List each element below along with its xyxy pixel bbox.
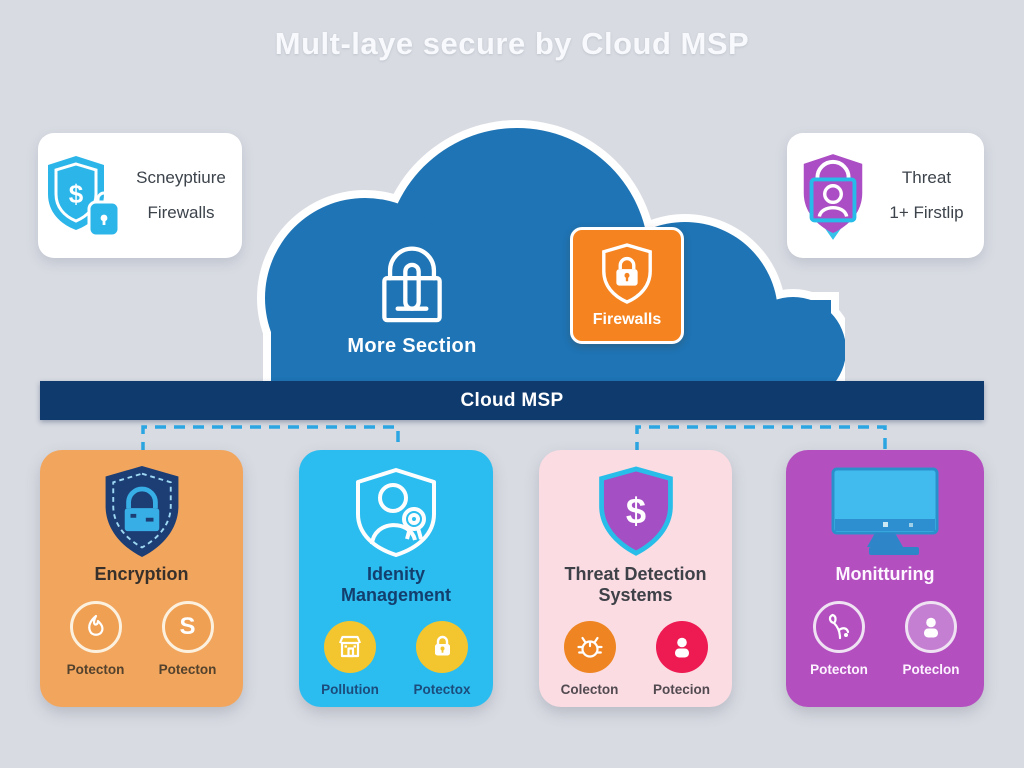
swirl-icon xyxy=(69,600,122,653)
letter-s-glyph: S xyxy=(161,600,214,653)
banner-label: Cloud MSP xyxy=(460,389,564,411)
panel-title: Encryption xyxy=(94,564,189,584)
s-glyph-text: S xyxy=(179,612,196,640)
card-encryption-firewalls: $ Scneyptiure Firewalls xyxy=(38,133,242,258)
shield-lock-icon xyxy=(602,243,652,304)
panel-monitoring: Monitturing Potecton xyxy=(786,450,984,707)
card-left-line1: Scneyptiure xyxy=(136,168,226,187)
shield-dollar-icon: $ xyxy=(592,462,680,562)
padlock-icon xyxy=(382,246,442,323)
panel-threat-detection: $ Threat Detection Systems Colecton xyxy=(539,450,732,707)
firewalls-tile: Firewalls xyxy=(570,227,684,344)
badge-pollution: Pollution xyxy=(308,621,392,697)
badge-protection-1: Potecton xyxy=(54,600,138,677)
badge-protection-1: Potecton xyxy=(797,600,881,677)
shield-lock-dashed-icon xyxy=(96,462,188,562)
panel-title: Idenity Management xyxy=(340,564,452,605)
monitor-icon xyxy=(825,462,945,562)
card-right-line1: Threat xyxy=(901,168,952,187)
badge-protection: Potecion xyxy=(640,621,724,697)
padlock-icon xyxy=(416,621,468,674)
bug-icon xyxy=(563,621,616,674)
cloud-more-section: More Section xyxy=(332,238,492,358)
badge-label: Potecton xyxy=(158,661,217,677)
badge-label: Poteclon xyxy=(902,661,960,677)
shield-user-icon xyxy=(787,150,879,242)
page-title: Mult-laye secure by Cloud MSP xyxy=(274,26,750,61)
card-right-line2: 1+ Firstlip xyxy=(889,203,964,222)
badge-label: Potecion xyxy=(652,682,710,698)
building-icon xyxy=(324,621,376,674)
badge-collection: Colecton xyxy=(548,621,632,697)
badge-protection-2: Poteclon xyxy=(889,600,973,677)
badge-label: Colecton xyxy=(560,682,619,698)
shield-dollar-lock-icon: $ xyxy=(38,152,130,240)
panel-title: Monitturing xyxy=(835,564,935,584)
badge-label: Potectox xyxy=(413,682,471,698)
badge-protection-2: S Potecton xyxy=(146,600,230,677)
card-threat: Threat 1+ Firstlip xyxy=(787,133,984,258)
badge-label: Potecton xyxy=(810,661,868,677)
cloud-lock-label: More Section xyxy=(347,335,477,357)
user-icon xyxy=(655,621,708,674)
firewalls-tile-label: Firewalls xyxy=(592,311,662,328)
badge-protection: Potectox xyxy=(400,621,484,697)
panel-title: Threat Detection Systems xyxy=(564,564,707,605)
badge-label: Potecton xyxy=(66,661,125,677)
panel-identity-management: Idenity Management Pollution xyxy=(299,450,493,707)
dollar-glyph: $ xyxy=(625,490,645,531)
cloud-msp-banner: Cloud MSP xyxy=(40,381,984,420)
dollar-glyph: $ xyxy=(69,179,84,209)
card-left-line2: Firewalls xyxy=(147,203,215,222)
shield-user-outline-icon xyxy=(346,462,446,562)
badge-label: Pollution xyxy=(321,682,379,698)
user-icon xyxy=(905,600,957,653)
plant-icon xyxy=(813,600,865,653)
panel-encryption: Encryption Potecton S Potecton xyxy=(40,450,243,707)
